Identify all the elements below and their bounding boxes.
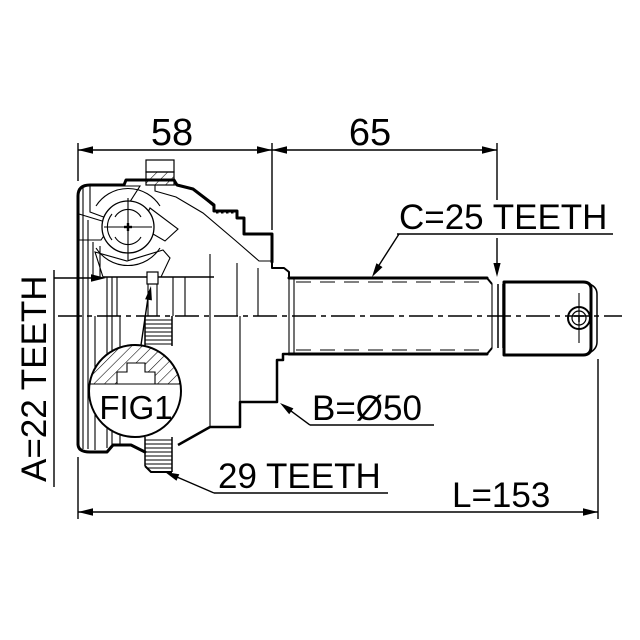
label-b-diameter: B=Ø50	[280, 389, 434, 428]
a22-teeth-text: A=22 TEETH	[15, 275, 54, 482]
dim-58-text: 58	[151, 112, 193, 154]
fig1-balloon: FIG1	[88, 286, 182, 438]
label-a22-teeth: A=22 TEETH	[15, 270, 106, 487]
dimension-58: 58	[77, 112, 273, 230]
label-29-teeth: 29 TEETH	[165, 457, 388, 496]
29-teeth-text: 29 TEETH	[218, 457, 381, 496]
c25-teeth-text: C=25 TEETH	[399, 198, 607, 237]
dimension-l153: L=153	[77, 359, 599, 519]
dimension-65: 65	[272, 112, 501, 277]
shaft-spline-dashes	[296, 281, 486, 351]
fig1-label: FIG1	[99, 389, 172, 426]
circlip-notch	[146, 271, 159, 285]
b-diameter-text: B=Ø50	[312, 389, 422, 428]
label-c25-teeth: C=25 TEETH	[372, 198, 613, 277]
cross-hole	[567, 293, 591, 343]
l153-text: L=153	[452, 476, 550, 515]
dim-65-text: 65	[349, 112, 391, 154]
fig1-leader-arrow	[145, 286, 152, 301]
spline-tooth-cutout	[116, 362, 156, 385]
ball-bearing	[95, 188, 161, 266]
shaft-end-block	[502, 280, 598, 357]
